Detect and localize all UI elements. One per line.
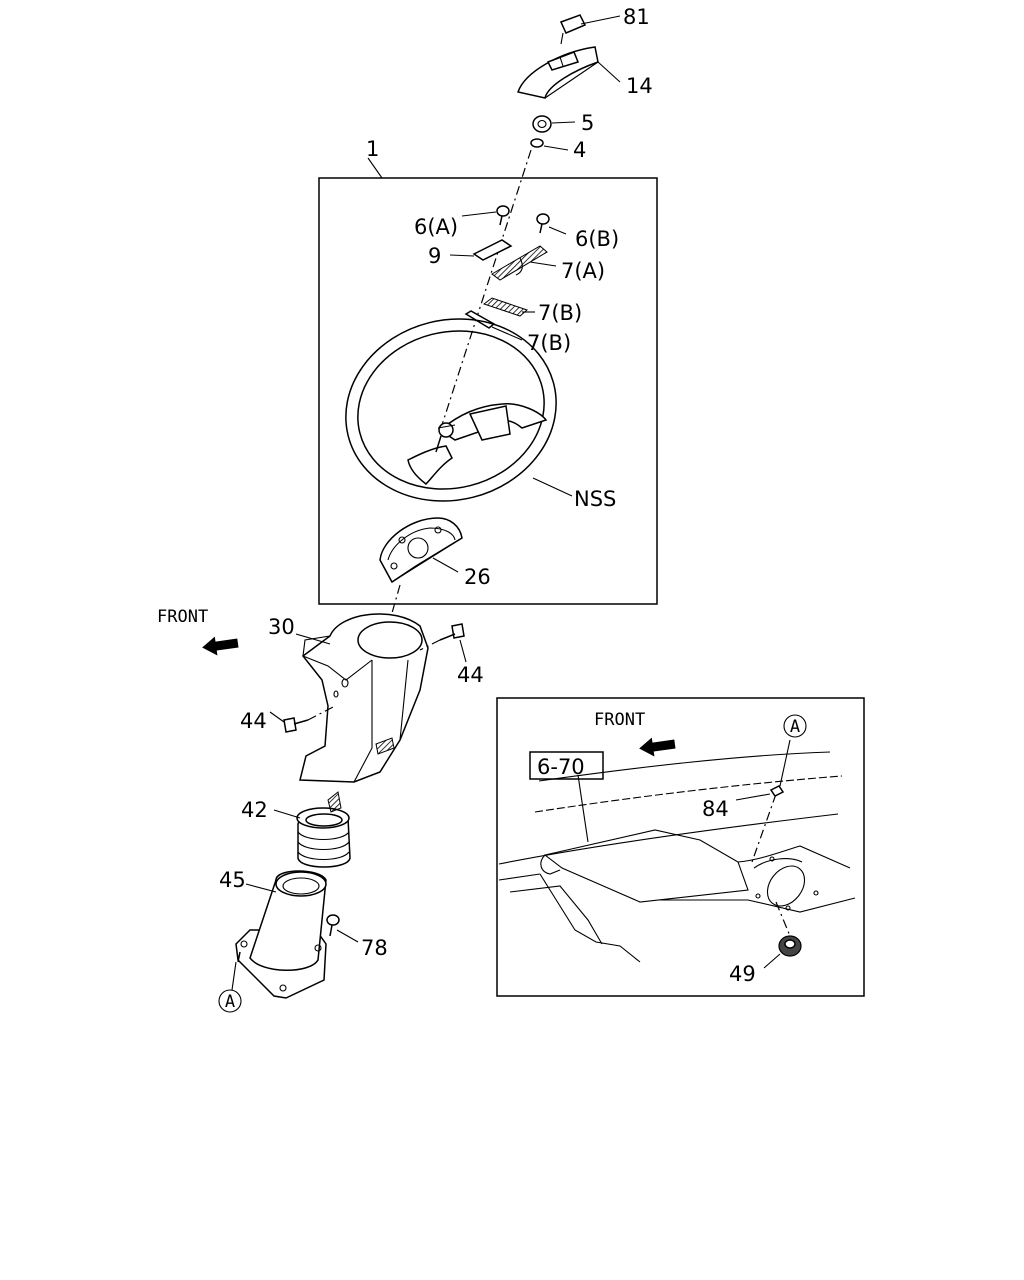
contact-7a	[491, 245, 557, 281]
nut-5	[532, 115, 576, 133]
ref-a-circle-icon	[218, 989, 242, 1013]
clip-84	[735, 739, 791, 801]
label-7b-lower: 7(B)	[527, 331, 571, 355]
label-14: 14	[626, 74, 653, 98]
label-30: 30	[268, 615, 295, 639]
contact-7b-upper	[482, 297, 535, 317]
nut-49	[763, 935, 802, 969]
screw-6a	[461, 205, 510, 226]
label-6a: 6(A)	[414, 215, 458, 239]
ref-box-6-70	[529, 751, 604, 780]
label-44-left: 44	[240, 709, 267, 733]
label-81: 81	[623, 5, 650, 29]
horn-cover-14	[517, 46, 621, 99]
front-label-inset: FRONT	[594, 710, 645, 730]
front-arrow-inset-icon	[639, 737, 676, 757]
plate-9	[449, 239, 513, 261]
label-nss: NSS	[574, 487, 616, 511]
boot-42	[273, 791, 351, 868]
ref-a-text-inset: A	[790, 717, 800, 737]
ref-a-text: A	[225, 992, 235, 1012]
front-arrow-icon	[202, 636, 239, 656]
label-44-right: 44	[457, 663, 484, 687]
label-9: 9	[428, 244, 441, 268]
cancel-cam-26	[379, 517, 463, 584]
inset-box	[496, 697, 865, 997]
floor-panel-inset	[498, 751, 856, 963]
screw-78	[326, 914, 359, 943]
label-78: 78	[361, 936, 388, 960]
badge-81	[559, 14, 621, 45]
washer-4	[530, 138, 569, 151]
label-5: 5	[581, 111, 594, 135]
assembly-box-1	[318, 177, 658, 605]
column-bracket-45	[231, 870, 327, 999]
label-26: 26	[464, 565, 491, 589]
label-84: 84	[702, 797, 729, 821]
label-45: 45	[219, 868, 246, 892]
label-6-70: 6-70	[537, 755, 585, 779]
label-7b-upper: 7(B)	[538, 301, 582, 325]
column-cover-30	[295, 613, 429, 783]
screw-44-left	[269, 705, 336, 733]
label-1: 1	[366, 137, 379, 161]
label-42: 42	[241, 798, 268, 822]
ref-a-circle-inset-icon	[783, 714, 807, 738]
label-4: 4	[573, 138, 586, 162]
steering-wheel-nss	[345, 318, 573, 502]
label-7a: 7(A)	[561, 259, 605, 283]
screw-44-right	[419, 623, 467, 663]
front-label: FRONT	[157, 607, 208, 627]
screw-6b	[536, 213, 567, 235]
label-49: 49	[729, 962, 756, 986]
label-6b: 6(B)	[575, 227, 619, 251]
